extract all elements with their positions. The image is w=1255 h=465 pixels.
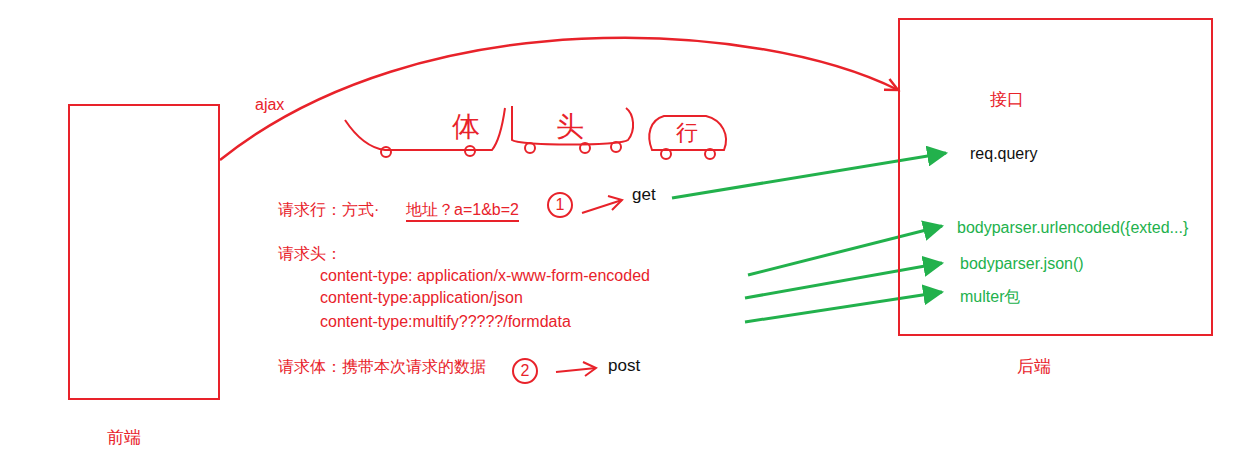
request-arrow bbox=[220, 38, 898, 160]
note-text: 请求行：方式· bbox=[278, 200, 379, 219]
backend-box: 接口 req.query bodyparser.urlencoded({exted.… bbox=[898, 18, 1213, 336]
sketch-word: 头 bbox=[556, 110, 584, 144]
pointer-arrow bbox=[556, 196, 622, 376]
note-text: 请求体：携带本次请求的数据 bbox=[278, 357, 486, 376]
edge-label: ajax bbox=[253, 95, 286, 114]
box-heading: 前端 bbox=[107, 428, 141, 448]
note-text: 地址？a=1&b=2 bbox=[406, 200, 519, 222]
box-heading: 后端 bbox=[1017, 357, 1051, 377]
api-name: bodyparser.json() bbox=[960, 254, 1084, 273]
method-name: post bbox=[608, 356, 640, 376]
api-name: bodyparser.urlencoded({exted...} bbox=[957, 218, 1188, 237]
wagon-sketch bbox=[512, 106, 633, 153]
method-name: get bbox=[632, 185, 656, 205]
callout-number: 2 bbox=[512, 358, 538, 384]
frontend-box: 前端 bbox=[68, 104, 220, 400]
api-name: multer包 bbox=[960, 287, 1020, 306]
interface-label: 接口 bbox=[990, 90, 1024, 110]
car-sketch bbox=[649, 116, 726, 159]
sketch-word: 行 bbox=[676, 120, 698, 146]
arrow-head bbox=[884, 79, 898, 90]
header-line: content-type:multify?????/formdata bbox=[320, 312, 571, 331]
header-line: content-type:application/json bbox=[320, 288, 523, 307]
cart-sketch bbox=[345, 108, 505, 157]
callout-number: 1 bbox=[547, 192, 573, 218]
sketch-word: 体 bbox=[452, 110, 480, 144]
api-name: req.query bbox=[970, 144, 1038, 163]
note-text: 请求头： bbox=[278, 244, 342, 263]
mapping-arrow bbox=[672, 153, 946, 322]
header-line: content-type: application/x-www-form-enc… bbox=[320, 266, 650, 285]
